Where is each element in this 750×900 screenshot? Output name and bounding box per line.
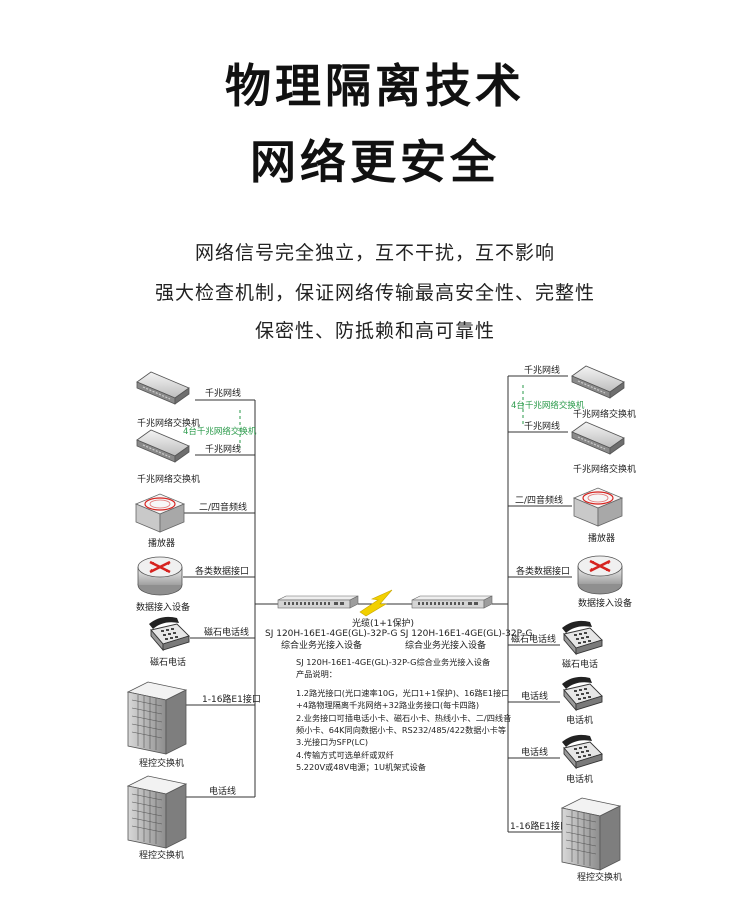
right-switch-group-label: 4台千兆网络交换机: [511, 400, 585, 411]
left-switch-1-icon: [136, 371, 190, 405]
right-broadcaster-name: 播放器: [588, 532, 615, 544]
left-magneto-phone-name: 磁石电话: [150, 656, 186, 668]
left-broadcaster-icon: [135, 493, 185, 533]
info-item-5: 5.220V或48V电源；1U机架式设备: [296, 762, 426, 773]
left-data-line-label: 各类数据接口: [195, 565, 249, 577]
right-broadcaster-icon: [573, 487, 623, 527]
left-data-device-name: 数据接入设备: [136, 601, 190, 613]
right-magneto-line-label: 磁石电话线: [511, 633, 556, 645]
left-pbx-1-icon: [127, 681, 187, 755]
right-phone-1-icon: [561, 676, 603, 711]
left-switch-1-name: 千兆网络交换机: [137, 417, 200, 429]
center-right-device-model: SJ 120H-16E1-4GE(GL)-32P-G: [400, 629, 532, 639]
right-broadcaster-line-label: 二/四音频线: [515, 494, 563, 506]
right-pbx-icon: [561, 797, 621, 871]
right-pbx-name: 程控交换机: [577, 871, 622, 883]
right-switch-1-name: 千兆网络交换机: [573, 408, 636, 420]
left-switch-1-line-label: 千兆网线: [205, 387, 241, 399]
center-left-access-device-icon: [277, 595, 359, 609]
lightning-icon: [359, 589, 393, 617]
left-pbx-1-name: 程控交换机: [139, 757, 184, 769]
page-title: 物理隔离技术: [225, 59, 525, 113]
left-switch-2-line-label: 千兆网线: [205, 443, 241, 455]
left-connection-lines: [183, 399, 280, 798]
info-heading: 产品说明：: [296, 669, 337, 680]
left-switch-group-label: 4台千兆网络交换机: [183, 426, 257, 437]
left-magneto-phone-icon: [148, 616, 190, 651]
info-item-3: 3.光接口为SFP(LC): [296, 737, 369, 748]
product-info: SJ 120H-16E1-4GE(GL)-32P-G综合业务光接入设备 产品说明…: [296, 656, 518, 774]
right-switch-2-line-label: 千兆网线: [524, 420, 560, 432]
center-right-device-desc: 综合业务光接入设备: [405, 639, 486, 651]
info-item-1: 1.2路光接口(光口速率10G，光口1+1保护)、16路E1接口+4路物理隔离千…: [296, 687, 510, 711]
center-right-access-device-icon: [411, 595, 493, 609]
info-model-line: SJ 120H-16E1-4GE(GL)-32P-G综合业务光接入设备: [296, 657, 491, 667]
right-data-device-icon: [576, 554, 624, 596]
left-switch-2-name: 千兆网络交换机: [137, 473, 200, 485]
center-left-device-desc: 综合业务光接入设备: [281, 639, 362, 651]
left-broadcaster-name: 播放器: [148, 537, 175, 549]
left-pbx-2-name: 程控交换机: [139, 849, 184, 861]
right-phone-1-line-label: 电话线: [521, 690, 548, 702]
left-broadcaster-line-label: 二/四音频线: [199, 501, 247, 513]
left-phone-line-label: 电话线: [209, 785, 236, 797]
fiber-label: 光缆(1+1保护): [352, 617, 414, 629]
center-left-device-model: SJ 120H-16E1-4GE(GL)-32P-G: [265, 629, 397, 639]
right-phone-2-icon: [561, 734, 603, 769]
right-magneto-phone-name: 磁石电话: [562, 658, 598, 670]
right-data-line-label: 各类数据接口: [516, 565, 570, 577]
right-switch-2-icon: [571, 421, 625, 455]
right-switch-1-icon: [571, 365, 625, 399]
info-item-2: 2.业务接口可插电话小卡、磁石小卡、热线小卡、二/四线音频小卡、64K同向数据小…: [296, 712, 512, 736]
right-phone-2-line-label: 电话线: [521, 746, 548, 758]
left-pbx-2-icon: [127, 775, 187, 849]
left-switch-2-icon: [136, 429, 190, 463]
right-phone-2-name: 电话机: [566, 773, 593, 785]
feature-line-3: 保密性、防抵赖和高可靠性: [254, 320, 495, 342]
right-switch-1-line-label: 千兆网线: [524, 364, 560, 376]
left-e1-line-label: 1-16路E1接口: [202, 693, 261, 705]
page-subtitle-heading: 网络更安全: [250, 135, 500, 189]
feature-line-2: 强大检查机制，保证网络传输最高安全性、完整性: [154, 282, 595, 304]
right-switch-2-name: 千兆网络交换机: [573, 463, 636, 475]
info-item-4: 4.传输方式可选单纤或双纤: [296, 749, 394, 760]
right-magneto-phone-icon: [561, 620, 603, 655]
right-e1-line-label: 1-16路E1接口: [510, 820, 569, 832]
right-phone-1-name: 电话机: [566, 714, 593, 726]
right-connection-lines: [492, 375, 572, 833]
left-magneto-line-label: 磁石电话线: [204, 626, 249, 638]
right-data-device-name: 数据接入设备: [578, 597, 632, 609]
feature-line-1: 网络信号完全独立，互不干扰，互不影响: [194, 242, 555, 264]
left-data-device-icon: [136, 555, 184, 597]
